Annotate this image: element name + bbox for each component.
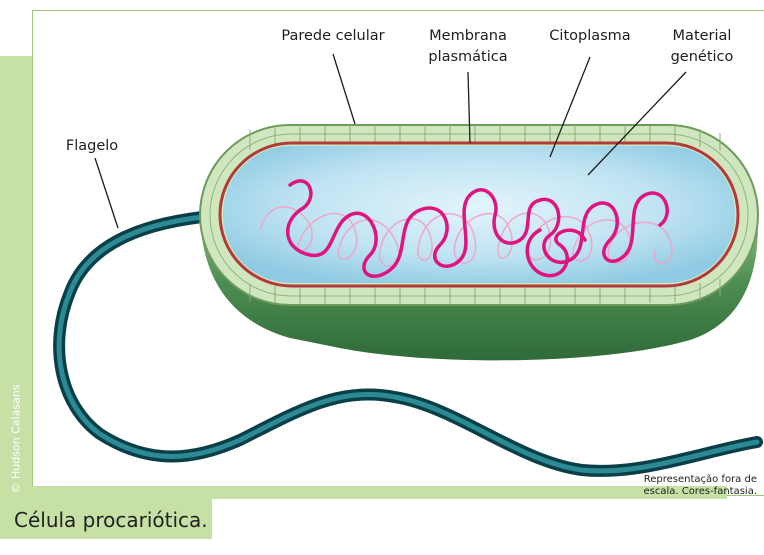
label-membrana-line1: Membrana xyxy=(429,28,507,44)
caption: Célula procariótica. xyxy=(14,508,208,532)
note-line1: Representação fora de xyxy=(644,474,757,485)
label-citoplasma: Citoplasma xyxy=(549,28,630,44)
credit-text: © Hudson Calasans xyxy=(10,384,23,493)
label-membrana-line2: plasmática xyxy=(428,49,507,65)
credit-box: © Hudson Calasans xyxy=(3,380,29,498)
label-material-line1: Material xyxy=(673,28,732,44)
label-material-line2: genético xyxy=(671,49,734,65)
label-flagelo: Flagelo xyxy=(66,138,118,154)
note-line2: escala. Cores-fantasia. xyxy=(643,486,757,497)
label-parede-celular: Parede celular xyxy=(281,28,384,44)
